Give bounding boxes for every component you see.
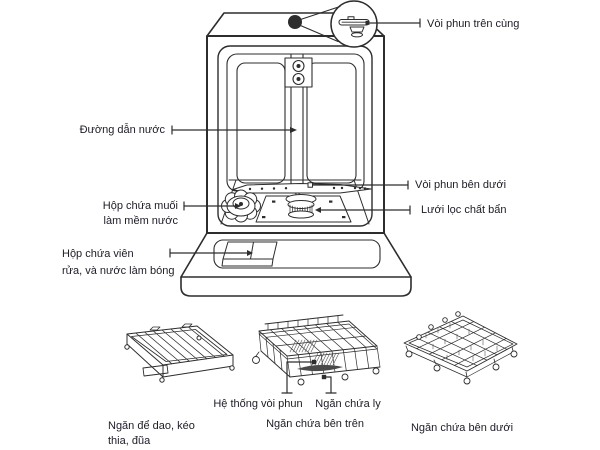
water-inlet-box <box>284 57 313 88</box>
label-dirt-filter: Lưới lọc chất bẩn <box>421 204 507 216</box>
caption-cutlery-tray: Ngăn để dao, kéo thia, đũa <box>108 419 195 449</box>
label-detergent-box-line2: rửa, và nước làm bóng <box>62 265 175 277</box>
label-detergent-box-line1: Hộp chứa viên <box>62 248 134 260</box>
top-spray-callout <box>288 0 378 48</box>
leader-lower-spray <box>312 180 409 190</box>
label-cup-holder: Ngăn chứa ly <box>315 398 381 410</box>
cutlery-tray-figure <box>124 323 235 383</box>
caption-lower-rack: Ngăn chứa bên dưới <box>410 422 514 434</box>
open-door <box>180 232 412 297</box>
leader-spray-system <box>281 359 317 394</box>
label-detergent-box: Hộp chứa viên rửa, và nước làm bóng <box>62 246 174 280</box>
caption-upper-rack: Ngăn chứa bên trên <box>266 418 364 430</box>
leader-top-spray <box>369 18 421 28</box>
label-salt-box: Hộp chứa muối làm mềm nước <box>70 199 178 229</box>
label-salt-box-line1: Hộp chứa muối <box>102 200 178 212</box>
leader-salt-box <box>183 201 241 211</box>
label-lower-spray: Vòi phun bên dưới <box>415 179 507 191</box>
water-supply-pipe <box>284 53 313 195</box>
caption-cutlery-tray-line1: Ngăn để dao, kéo <box>108 420 195 432</box>
upper-rack-figure <box>252 314 381 386</box>
label-salt-box-line2: làm mềm nước <box>103 215 178 227</box>
caption-cutlery-tray-line2: thia, đũa <box>108 435 151 447</box>
dirt-filter <box>255 194 352 223</box>
label-water-line: Đường dẫn nước <box>79 124 165 136</box>
label-spray-system: Hệ thống vòi phun <box>213 398 303 410</box>
rack-spray-arm-shape <box>297 364 343 372</box>
top-spray-arm-icon <box>338 16 370 38</box>
leader-water-line <box>171 125 297 135</box>
leader-dirt-filter <box>315 205 411 215</box>
top-spray-location-dot <box>288 15 302 29</box>
lower-spray-arm <box>232 182 372 194</box>
dishwasher-body <box>206 12 385 234</box>
lower-rack-figure <box>403 311 518 385</box>
leader-cup-holder <box>321 374 337 394</box>
leader-detergent-box <box>169 248 253 258</box>
label-top-spray: Vòi phun trên cùng <box>427 18 520 30</box>
